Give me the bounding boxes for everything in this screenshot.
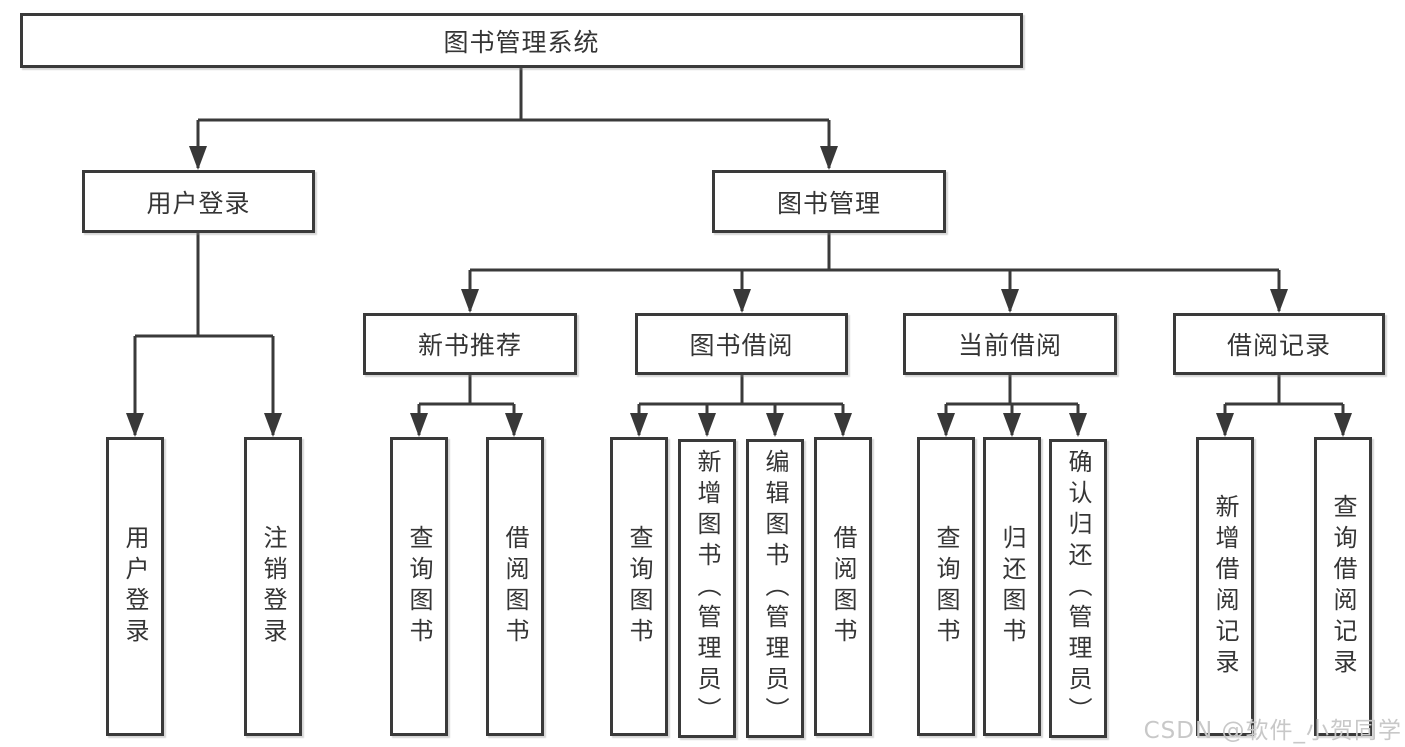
leaf-query-borrow-record: 查询借阅记录 (1314, 437, 1372, 736)
node-book-borrow: 图书借阅 (635, 313, 848, 375)
leaf-user-login: 用户登录 (106, 437, 164, 736)
leaf-query-books-borrow: 查询图书 (610, 437, 668, 736)
leaf-label: 查询图书 (405, 524, 433, 649)
leaf-query-books-current: 查询图书 (917, 437, 975, 736)
leaf-label: 借阅图书 (829, 524, 857, 649)
node-new-book-recommend: 新书推荐 (363, 313, 577, 375)
leaf-label: 确认归还（管理员） (1064, 449, 1092, 728)
arrowheads (126, 146, 1352, 437)
leaf-label: 新增图书（管理员） (693, 449, 721, 728)
node-borrow-records: 借阅记录 (1173, 313, 1385, 375)
leaf-label: 新增借阅记录 (1211, 493, 1239, 680)
leaf-label: 查询图书 (625, 524, 653, 649)
connector-paths (133, 68, 1345, 435)
leaf-return-books: 归还图书 (983, 437, 1041, 736)
leaf-add-borrow-record: 新增借阅记录 (1196, 437, 1254, 736)
node-current-borrow: 当前借阅 (903, 313, 1117, 375)
leaf-confirm-return-admin: 确认归还（管理员） (1049, 439, 1107, 738)
leaf-edit-books-admin: 编辑图书（管理员） (746, 439, 804, 738)
node-root: 图书管理系统 (20, 13, 1023, 68)
leaf-label: 查询图书 (932, 524, 960, 649)
leaf-label: 注销登录 (259, 524, 287, 649)
leaf-label: 编辑图书（管理员） (761, 449, 789, 728)
leaf-label: 借阅图书 (501, 524, 529, 649)
leaf-label: 查询借阅记录 (1329, 493, 1357, 680)
leaf-query-books-recommend: 查询图书 (390, 437, 448, 736)
leaf-add-books-admin: 新增图书（管理员） (678, 439, 736, 738)
leaf-borrow-books-recommend: 借阅图书 (486, 437, 544, 736)
leaf-label: 归还图书 (998, 524, 1026, 649)
leaf-label: 用户登录 (121, 524, 149, 649)
node-book-management-branch: 图书管理 (712, 170, 946, 233)
node-user-login-branch: 用户登录 (82, 170, 315, 233)
leaf-borrow-books: 借阅图书 (814, 437, 872, 736)
leaf-logout: 注销登录 (244, 437, 302, 736)
